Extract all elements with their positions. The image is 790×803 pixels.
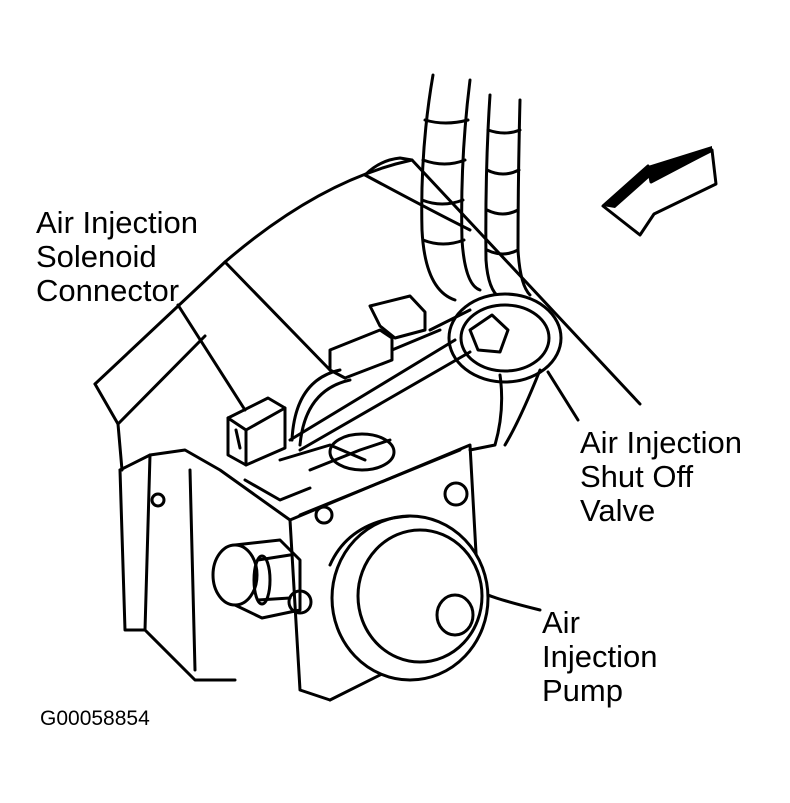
connecting-tube (288, 338, 472, 452)
pump-motor-cylinder (211, 538, 302, 620)
label-line: Injection (542, 639, 658, 674)
label-air-injection-pump: Air Injection Pump (542, 606, 657, 708)
label-line: Solenoid (36, 239, 157, 274)
label-line: Connector (36, 273, 180, 308)
air-injection-solenoid-connector (176, 294, 472, 502)
label-line: Shut Off (580, 459, 694, 494)
label-line: Valve (580, 493, 656, 528)
direction-arrow-icon (601, 146, 718, 237)
label-line: Air (542, 605, 580, 640)
label-line: Air Injection (36, 205, 198, 240)
label-line: Air Injection (580, 425, 742, 460)
air-injection-shut-off-valve (447, 292, 580, 452)
label-air-injection-solenoid-connector: Air Injection Solenoid Connector (36, 206, 198, 308)
label-air-injection-shut-off-valve: Air Injection Shut Off Valve (580, 426, 742, 528)
figure-id: G00058854 (40, 707, 150, 730)
label-line: Pump (542, 673, 623, 708)
air-injection-pump (287, 443, 542, 702)
mounting-bracket (118, 448, 332, 702)
convoluted-hoses (420, 73, 532, 302)
engine-body-panel (93, 156, 642, 472)
